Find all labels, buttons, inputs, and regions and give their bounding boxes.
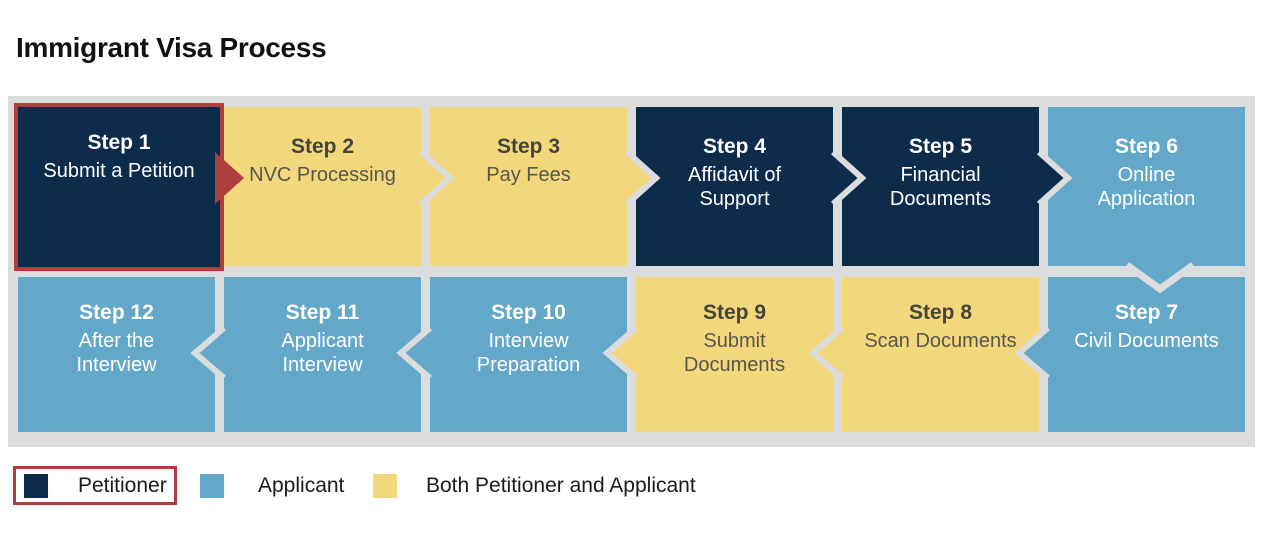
legend-label: Petitioner bbox=[78, 473, 167, 497]
step-number: Step 7 bbox=[1114, 301, 1179, 324]
step-5-box[interactable]: Step 5 Financial Documents bbox=[842, 107, 1039, 266]
step-description: Financial bbox=[900, 164, 981, 186]
step-number: Step 5 bbox=[908, 135, 973, 158]
step-description: Support bbox=[699, 188, 770, 210]
step-description: Affidavit of bbox=[687, 164, 782, 186]
step-3-box[interactable]: Step 3 Pay Fees bbox=[430, 107, 627, 266]
step-description: After the bbox=[78, 330, 155, 352]
step-number: Step 10 bbox=[491, 301, 566, 324]
step-1-box[interactable]: Step 1 Submit a Petition bbox=[14, 103, 224, 271]
petitioner-color-swatch bbox=[24, 473, 48, 498]
step-description: Submit a Petition bbox=[43, 160, 195, 182]
step-11-box[interactable]: Step 11 Applicant Interview bbox=[224, 277, 421, 432]
applicant-color-swatch bbox=[200, 473, 224, 498]
step-7-box[interactable]: Step 7 Civil Documents bbox=[1048, 277, 1245, 432]
legend-item-applicant: Applicant bbox=[200, 466, 344, 505]
step-description: Documents bbox=[683, 354, 786, 376]
step-12-box[interactable]: Step 12 After the Interview bbox=[18, 277, 215, 432]
step-number: Step 8 bbox=[908, 301, 973, 324]
step-description: Preparation bbox=[476, 354, 581, 376]
step-number: Step 6 bbox=[1114, 135, 1179, 158]
step-description: Online bbox=[1117, 164, 1176, 186]
page-title: Immigrant Visa Process bbox=[16, 32, 327, 63]
step-2-box[interactable]: Step 2 NVC Processing bbox=[224, 107, 421, 266]
step-description: Civil Documents bbox=[1074, 330, 1219, 352]
step-description: Application bbox=[1097, 188, 1196, 210]
step-description: Interview bbox=[76, 354, 157, 376]
legend-label: Both Petitioner and Applicant bbox=[426, 473, 696, 497]
step-description: Documents bbox=[889, 188, 992, 210]
step-description: Pay Fees bbox=[486, 164, 571, 186]
step-8-box[interactable]: Step 8 Scan Documents bbox=[842, 277, 1039, 432]
legend-item-petitioner: Petitioner bbox=[13, 466, 177, 505]
step-number: Step 12 bbox=[79, 301, 154, 324]
step-description: Interview bbox=[282, 354, 363, 376]
step-4-box[interactable]: Step 4 Affidavit of Support bbox=[636, 107, 833, 266]
step-description: Applicant bbox=[281, 330, 364, 352]
step-6-box[interactable]: Step 6 Online Application bbox=[1048, 107, 1245, 266]
legend-label: Applicant bbox=[258, 473, 345, 497]
step-description: Scan Documents bbox=[864, 330, 1017, 352]
both-color-swatch bbox=[373, 473, 397, 498]
step-description: Submit bbox=[703, 330, 766, 352]
step-number: Step 4 bbox=[702, 135, 767, 158]
step-description: NVC Processing bbox=[249, 164, 396, 186]
step-number: Step 11 bbox=[285, 301, 360, 324]
step-number: Step 2 bbox=[290, 135, 355, 158]
step-10-box[interactable]: Step 10 Interview Preparation bbox=[430, 277, 627, 432]
step-number: Step 3 bbox=[496, 135, 561, 158]
step-number: Step 1 bbox=[87, 131, 151, 154]
step-description: Interview bbox=[488, 330, 569, 352]
step-9-box[interactable]: Step 9 Submit Documents bbox=[636, 277, 833, 432]
legend-item-both: Both Petitioner and Applicant bbox=[373, 466, 696, 505]
step-number: Step 9 bbox=[702, 301, 767, 324]
